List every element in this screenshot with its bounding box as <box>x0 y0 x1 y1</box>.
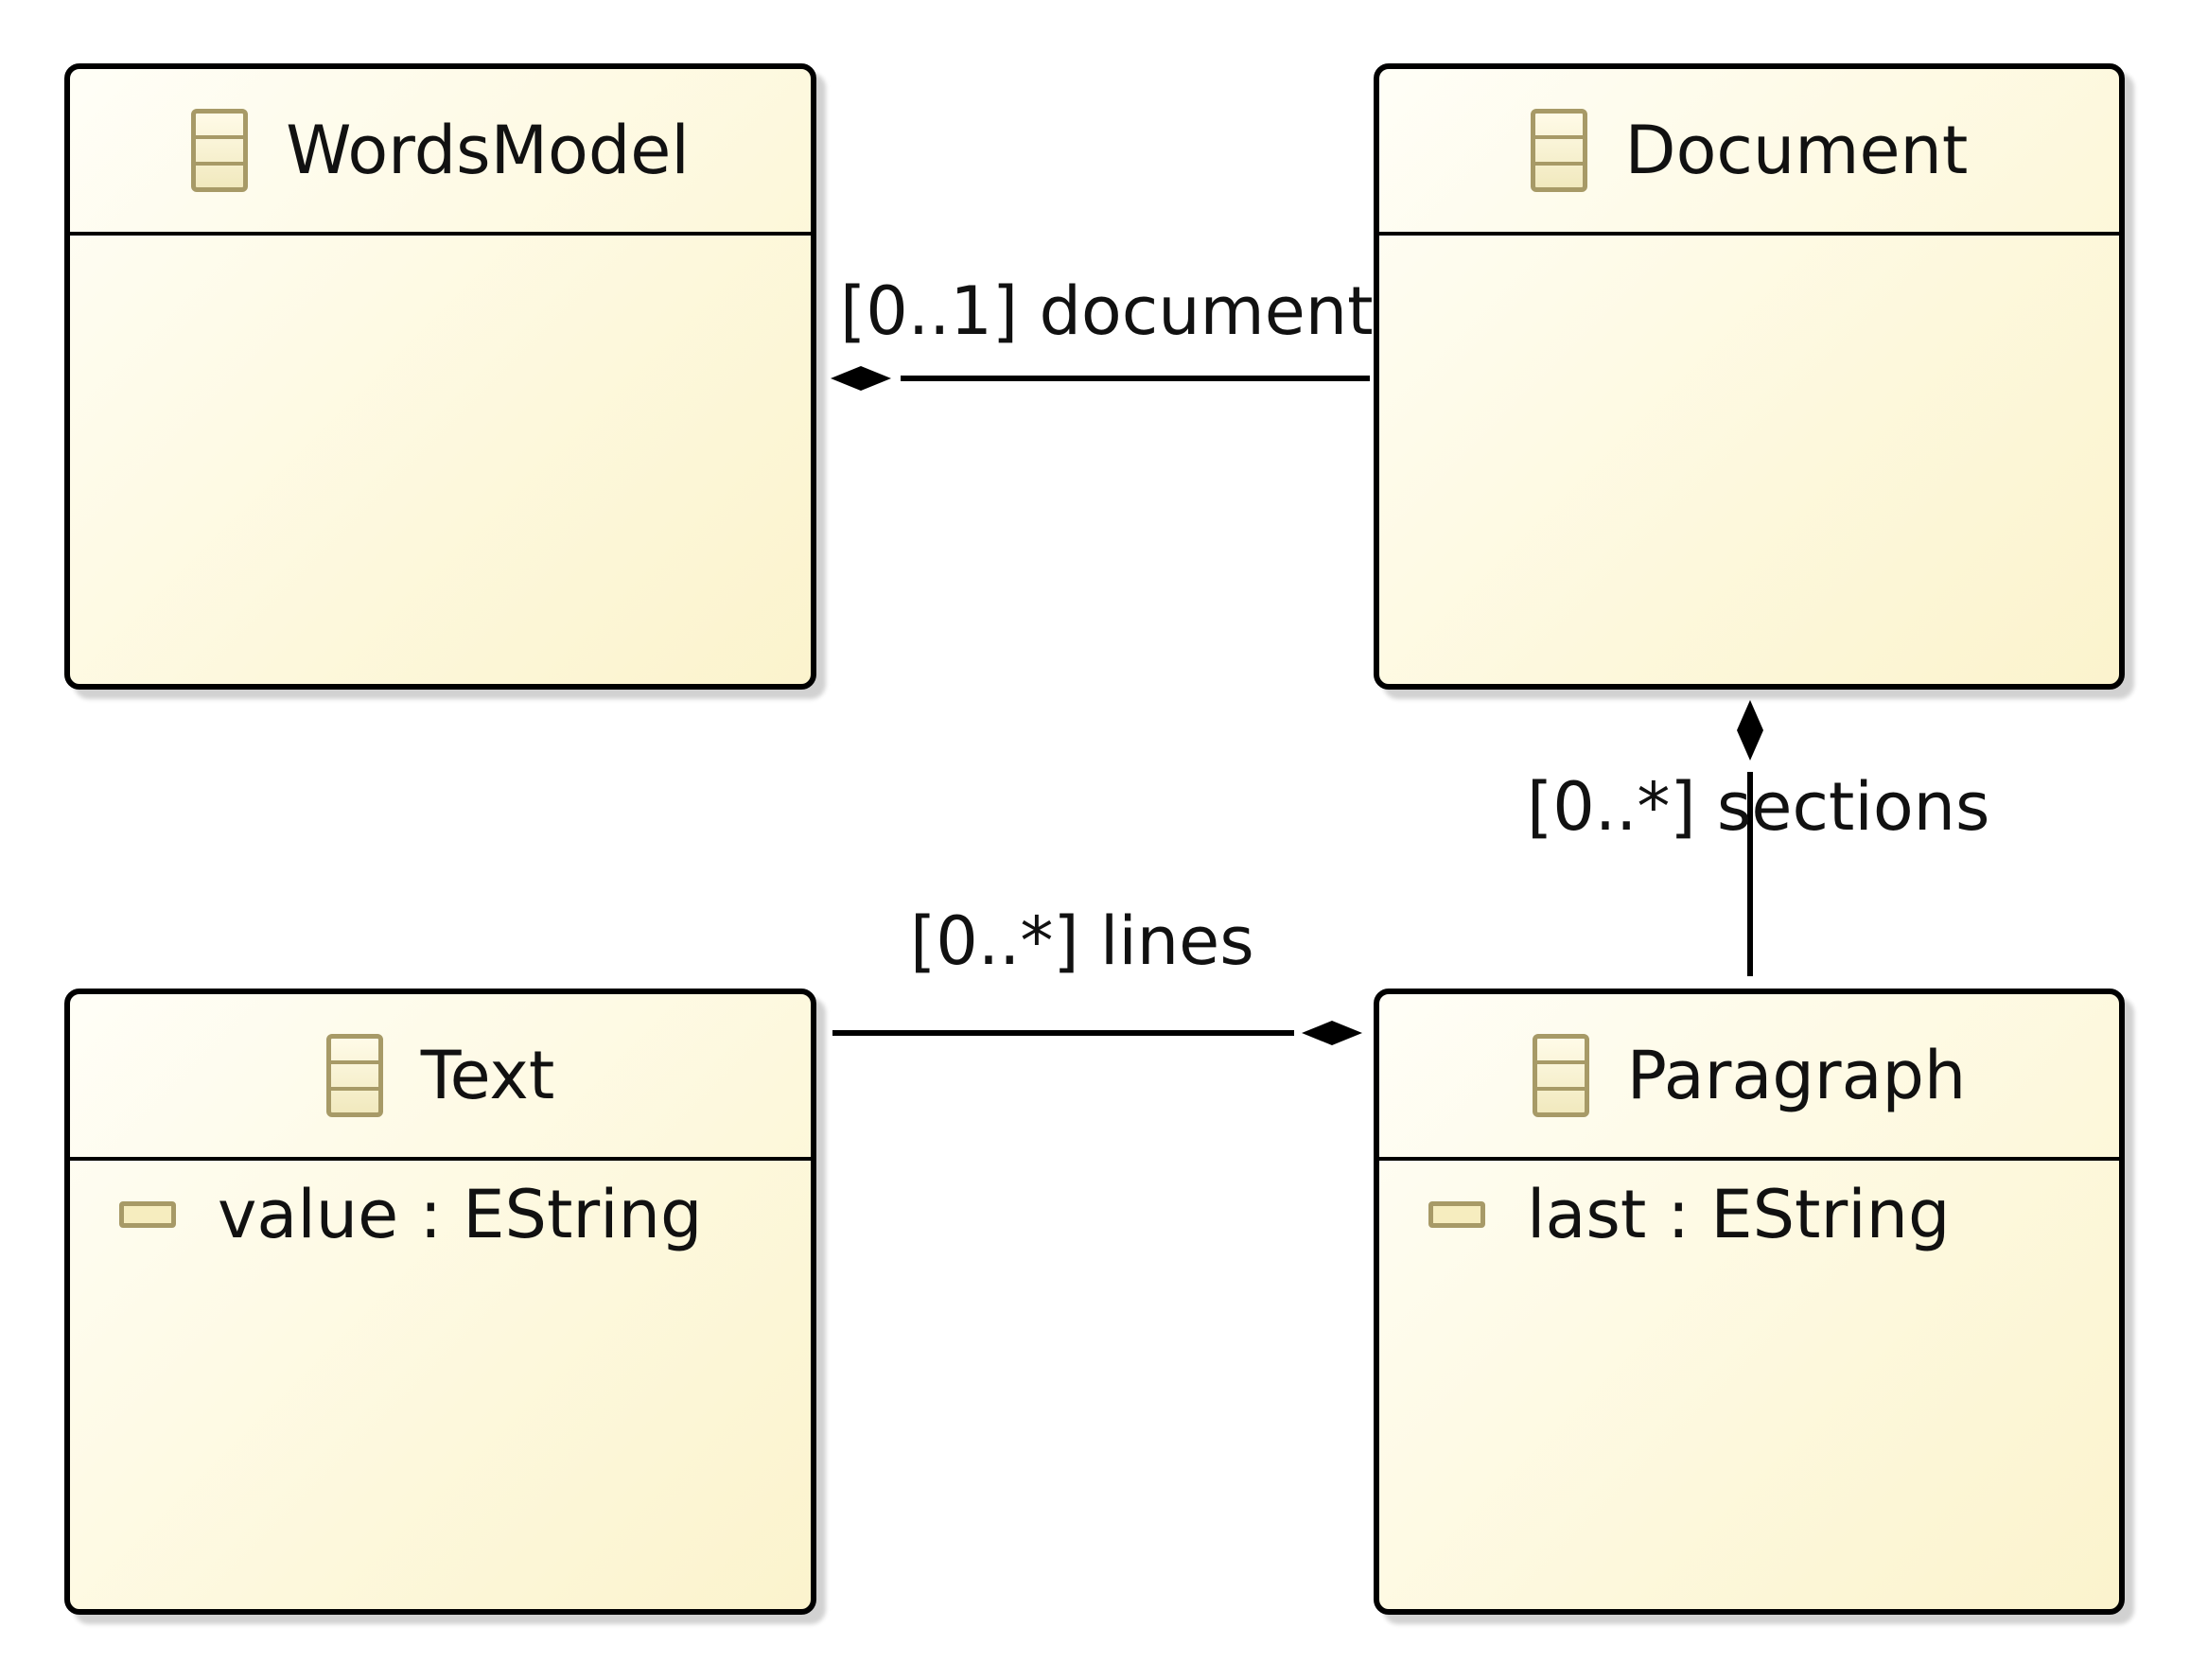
class-header: WordsModel <box>70 69 811 236</box>
class-header: Document <box>1379 69 2119 236</box>
class-paragraph[interactable]: Paragraph last : EString <box>1374 989 2125 1615</box>
class-wordsmodel[interactable]: WordsModel <box>64 63 816 690</box>
edge-lines[interactable] <box>832 1021 1362 1045</box>
edge-label-document: [0..1] document <box>840 272 1374 350</box>
class-header: Paragraph <box>1379 994 2119 1161</box>
class-name: WordsModel <box>286 112 690 189</box>
eclass-icon <box>191 109 249 192</box>
attribute-row[interactable]: last : EString <box>1428 1176 1950 1253</box>
eclass-icon <box>1532 1034 1589 1117</box>
edge-label-sections: [0..*] sections <box>1527 768 1990 846</box>
edge-document[interactable] <box>831 366 1370 391</box>
attribute-label: last : EString <box>1527 1176 1951 1253</box>
class-name: Paragraph <box>1626 1037 1967 1114</box>
class-name: Document <box>1624 112 1969 189</box>
attribute-row[interactable]: value : EString <box>119 1176 702 1253</box>
class-text[interactable]: Text value : EString <box>64 989 816 1615</box>
eclass-icon <box>1530 109 1587 192</box>
attribute-label: value : EString <box>218 1176 703 1253</box>
eattribute-icon <box>119 1201 176 1228</box>
edge-sections[interactable] <box>1737 700 1763 976</box>
class-header: Text <box>70 994 811 1161</box>
class-name: Text <box>420 1037 555 1114</box>
composition-diamond <box>1302 1021 1362 1045</box>
class-document[interactable]: Document <box>1374 63 2125 690</box>
eclass-icon <box>325 1034 383 1117</box>
composition-diamond <box>1737 700 1763 761</box>
composition-diamond <box>831 366 891 391</box>
edge-label-lines: [0..*] lines <box>910 902 1254 980</box>
eattribute-icon <box>1428 1201 1485 1228</box>
